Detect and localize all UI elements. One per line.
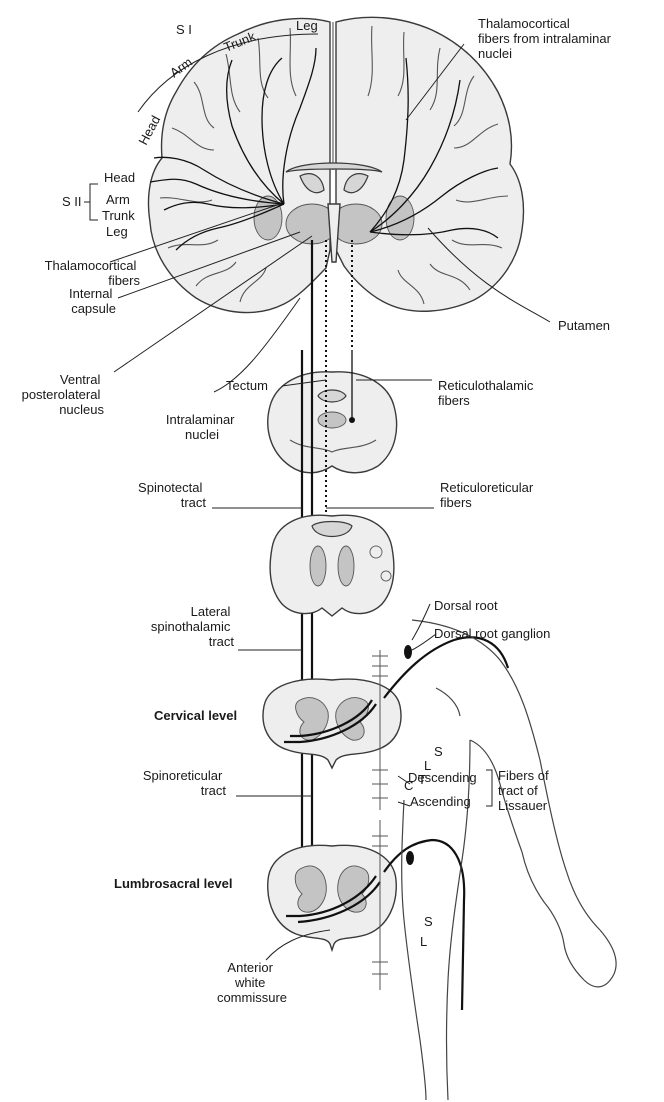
label-lumbrosacral-level: Lumbrosacral level [114,876,233,891]
label-intralaminar-nuclei: Intralaminar nuclei [166,412,238,442]
label-ascending: Ascending [410,794,471,809]
label-s-one: S I [176,22,192,37]
label-spinotectal: Spinotectal tract [138,480,206,510]
label-thalamocortical-fibers: Thalamocortical fibers [45,258,141,288]
label-seg-s: S [434,744,443,759]
label-seg-s-lower: S [424,914,433,929]
label-reticuloreticular: Reticuloreticular fibers [440,480,537,510]
label-lateral-spinothalamic: Lateral spinothalamic tract [151,604,234,649]
label-tectum: Tectum [226,378,268,393]
midbrain-section [268,350,397,900]
label-s-two: S II [62,194,82,209]
medulla-section [270,515,394,616]
label-arm-s2: Arm [106,192,130,207]
label-putamen: Putamen [558,318,610,333]
label-head-top: Head [135,113,163,147]
label-trunk-s2: Trunk [102,208,135,223]
lumbrosacral-cord-outline [268,845,397,950]
label-head-s2: Head [104,170,135,185]
label-descending: Descending [408,770,477,785]
label-thalamocortical-intralaminar: Thalamocortical fibers from intralaminar… [478,16,615,61]
label-leg-top: Leg [296,18,318,33]
label-seg-l-lower: L [420,934,427,949]
label-internal-capsule: Internal capsule [69,286,116,316]
label-anterior-white-commissure: Anterior white commissure [217,960,287,1005]
label-ventral-posterolateral: Ventral posterolateral nucleus [22,372,105,417]
label-cervical-level: Cervical level [154,708,237,723]
lumbrosacral-cord-section [268,820,464,1010]
label-spinoreticular: Spinoreticular tract [143,768,226,798]
right-hemisphere [336,17,524,311]
label-dorsal-root-ganglion: Dorsal root ganglion [434,626,550,641]
label-fibers-of-tract: Fibers of tract of Lissauer [498,768,552,813]
brain-coronal-section [149,17,524,350]
label-dorsal-root: Dorsal root [434,598,498,613]
body-outline [402,620,616,1100]
label-reticulothalamic: Reticulothalamic fibers [438,378,537,408]
label-leg-s2: Leg [106,224,128,239]
